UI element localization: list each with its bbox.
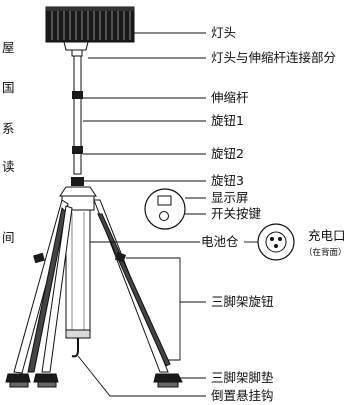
- label-display-screen: 显示屏: [211, 190, 249, 205]
- edge-text: 屋 国 系 读 间: [2, 40, 15, 245]
- lamp-head: [45, 6, 135, 43]
- labels: 灯头 灯头与伸缩杆连接部分 伸缩杆 旋钮1 旋钮2 旋钮3 显示屏 开关按键 电…: [201, 25, 347, 403]
- edge-char-4: 读: [2, 159, 15, 174]
- knob-3-ring: [71, 177, 84, 186]
- label-knob-1: 旋钮1: [211, 113, 244, 128]
- label-battery-compartment: 电池仓: [201, 234, 239, 249]
- edge-char-3: 系: [2, 121, 15, 136]
- label-telescopic-pole: 伸缩杆: [211, 90, 249, 105]
- label-knob-3: 旋钮3: [211, 173, 244, 188]
- battery-compartment: [65, 209, 91, 339]
- knob-2-ring: [72, 146, 83, 154]
- hanging-hook: [71, 338, 79, 358]
- label-lamp-head: 灯头: [211, 25, 236, 40]
- label-charging-port-note: （在背面）: [304, 247, 347, 258]
- edge-char-5: 间: [2, 230, 15, 245]
- label-lamp-pole-connector: 灯头与伸缩杆连接部分: [211, 50, 336, 65]
- lamp-pole-connector: [63, 41, 89, 57]
- edge-char-1: 屋: [2, 40, 15, 55]
- tripod-collar: [59, 186, 97, 211]
- power-button-icon: [159, 211, 169, 221]
- edge-char-2: 国: [2, 80, 15, 95]
- label-charging-port: 充电口: [308, 228, 346, 243]
- display-screen-icon: [157, 195, 172, 206]
- charging-port-inset: [257, 223, 295, 261]
- label-knob-2: 旋钮2: [211, 146, 244, 161]
- tripod-legs: [13, 199, 171, 374]
- telescopic-pole: [71, 55, 84, 186]
- knob-1-ring: [72, 91, 83, 99]
- label-hanging-hook: 倒置悬挂钩: [211, 388, 274, 403]
- label-tripod-knob: 三脚架旋钮: [211, 294, 274, 309]
- label-power-switch: 开关按键: [211, 206, 262, 221]
- label-tripod-foot-pad: 三脚架脚垫: [211, 370, 274, 385]
- tripod-foot-pads: [5, 373, 183, 388]
- leader-lines: [77, 32, 258, 397]
- tripod-knobs: [33, 251, 127, 264]
- display-switch-inset: [144, 188, 186, 230]
